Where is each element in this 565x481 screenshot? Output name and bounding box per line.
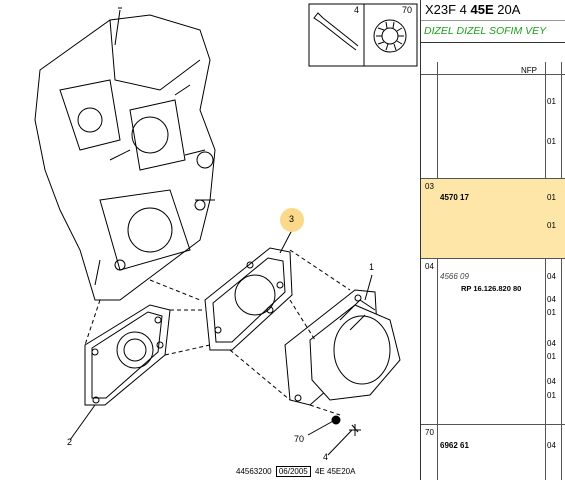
callout-70[interactable]: 70	[294, 434, 305, 444]
parts-row[interactable]: 01 01	[421, 74, 565, 179]
panel-subtitle: DIZEL DIZEL SOFIM VEY	[421, 20, 565, 43]
callout-1[interactable]: 1	[369, 262, 375, 272]
parts-row-highlighted[interactable]: 03 4570 17 01 01	[421, 178, 565, 259]
footer-ref: 44563200	[236, 467, 272, 476]
callout-3-highlight	[280, 208, 304, 232]
parts-row[interactable]: 04 4566 09 RP 16.126.820 80 04 04 01 04 …	[421, 258, 565, 425]
legend-washer-label: 70	[402, 5, 413, 15]
gasket-part-2	[84, 304, 171, 406]
diagram-footer: 44563200 06/2005 4E 45E20A	[234, 466, 357, 477]
footer-date: 06/2005	[275, 466, 311, 477]
parts-row[interactable]: 70 6962 61 04	[421, 424, 565, 481]
engine-block	[34, 14, 216, 301]
legend-box	[308, 3, 418, 67]
callout-3[interactable]: 3	[289, 214, 295, 224]
gasket-part-3	[204, 247, 293, 351]
panel-title: X23F 4 45E 20A	[421, 0, 565, 21]
exploded-diagram: 4 70 1 2 3 4 70 44563200 06/2005 4E 45E2…	[34, 3, 418, 477]
parts-panel: X23F 4 45E 20A DIZEL DIZEL SOFIM VEY NFP…	[420, 0, 565, 480]
nfp-header: NFP	[521, 66, 537, 75]
callout-4[interactable]: 4	[323, 452, 329, 462]
callout-2[interactable]: 2	[67, 437, 73, 447]
parts-grid: 01 01 03 4570 17 01 01 04 4566 09 RP 16.…	[421, 62, 565, 480]
diagram-drawing	[34, 3, 418, 456]
legend-bolt-label: 4	[354, 5, 360, 15]
footer-model: 4E 45E20A	[314, 467, 356, 476]
